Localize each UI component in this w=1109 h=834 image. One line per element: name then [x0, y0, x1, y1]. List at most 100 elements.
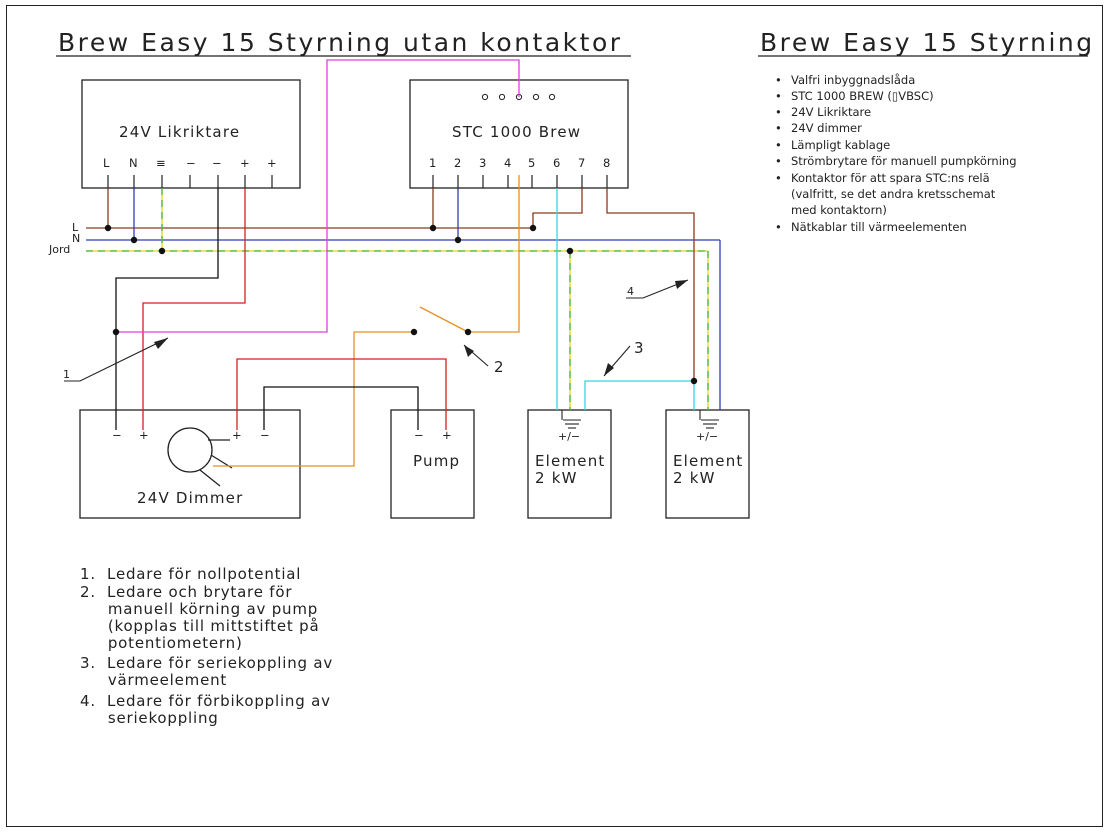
dimmer-box [79, 409, 301, 519]
callout-1-number: 1 [63, 368, 70, 381]
rectifier-terminal-stubs [107, 175, 273, 188]
terminal-label: 3 [479, 156, 486, 170]
neutral-wires [86, 188, 721, 410]
element-1-label: Element [535, 452, 606, 470]
terminal-label: − [212, 156, 222, 170]
bypass-wire [606, 188, 695, 381]
dimmer-terminals: − + + − [112, 428, 270, 442]
note-line: värmeelement [80, 671, 227, 689]
terminal-label: N [129, 156, 138, 170]
terminal-label: + [232, 428, 242, 442]
dimmer-potentiometer-symbol [167, 427, 233, 487]
bus-label-earth: Jord [48, 243, 70, 256]
note-line: 2. Ledare och brytare för [80, 583, 292, 601]
callout-4: 4 [626, 279, 689, 299]
note-line: 4. Ledare för förbikoppling av [80, 692, 331, 710]
terminal-label: 1 [429, 156, 436, 170]
bullet-marker: • [775, 89, 782, 103]
pump-label: Pump [413, 452, 460, 470]
element-1-terminal: +/− [558, 430, 580, 443]
parts-list: • Valfri inbyggnadslåda • STC 1000 BREW … [775, 73, 1017, 234]
callout-1: 1 [63, 337, 169, 382]
terminal-label: ≡ [156, 156, 166, 170]
terminal-label: 8 [603, 156, 610, 170]
rectifier-box [81, 79, 301, 189]
parts-list-item: (valfritt, se det andra kretsschemat [791, 187, 996, 201]
signal-wire [116, 59, 520, 333]
bullet-marker: • [775, 105, 782, 119]
rectifier-label: 24V Likriktare [119, 123, 240, 141]
bullet-marker: • [775, 121, 782, 135]
parts-list-item: 24V Likriktare [791, 105, 871, 119]
note-line: 3. Ledare för seriekoppling av [80, 654, 333, 672]
note-line: (kopplas till mittstiftet på [80, 617, 319, 635]
notes-list: 1. Ledare för nollpotential 2. Ledare oc… [80, 565, 333, 727]
terminal-label: + [442, 428, 452, 442]
pump-negative-wire [263, 386, 419, 430]
terminal-label: L [103, 156, 110, 170]
callout-2-number: 2 [494, 358, 505, 376]
switch-wire-pot [213, 331, 414, 467]
terminal-label: + [139, 428, 149, 442]
bullet-marker: • [775, 73, 782, 87]
pump-positive-wire [236, 358, 447, 430]
parts-list-item: Kontaktor för att spara STC:ns relä [791, 171, 990, 185]
terminal-label: − [260, 428, 270, 442]
parts-list-item: Valfri inbyggnadslåda [791, 73, 915, 87]
terminal-label: + [267, 156, 277, 170]
bus-label-line: L [72, 221, 79, 234]
bullet-marker: • [775, 171, 782, 185]
terminal-label: + [240, 156, 250, 170]
parts-list-item: 24V dimmer [791, 121, 862, 135]
element-2-power: 2 kW [673, 469, 716, 487]
bullet-marker: • [775, 220, 782, 234]
parts-list-title: Brew Easy 15 Styrning [760, 28, 1095, 57]
line-wires [86, 188, 583, 229]
note-line: 1. Ledare för nollpotential [80, 565, 301, 583]
terminal-label: − [414, 428, 424, 442]
terminal-label: − [112, 428, 122, 442]
bus-labels: L N Jord [48, 221, 80, 256]
terminal-label: 5 [528, 156, 535, 170]
note-line: potentiometern) [80, 634, 243, 652]
bullet-marker: • [775, 138, 782, 152]
parts-list-item: Nätkablar till värmeelementen [791, 220, 967, 234]
dimmer-label: 24V Dimmer [137, 489, 243, 507]
element-1-power: 2 kW [535, 469, 578, 487]
earth-wires [86, 188, 709, 410]
bullet-marker: • [775, 154, 782, 168]
element-2-earth-symbol [699, 410, 719, 429]
bus-label-neutral: N [72, 232, 80, 245]
element-1-earth-symbol [561, 410, 581, 429]
drawing-frame [6, 5, 1103, 827]
callout-2: 2 [463, 344, 505, 376]
callout-3-number: 3 [634, 339, 645, 357]
terminal-label: 6 [553, 156, 560, 170]
terminal-label: 4 [504, 156, 511, 170]
callout-3: 3 [603, 339, 645, 377]
controller-terminals: 1 2 3 4 5 6 7 8 [429, 156, 610, 170]
parts-list-item: Strömbrytare för manuell pumpkörning [791, 154, 1017, 168]
parts-list-item: STC 1000 BREW (▯VBSC) [791, 89, 934, 103]
controller-terminal-stubs [432, 175, 608, 188]
element-2-terminal: +/− [696, 430, 718, 443]
diagram-title: Brew Easy 15 Styrning utan kontaktor [58, 28, 623, 57]
parts-list-item: med kontaktorn) [791, 203, 887, 217]
pump-terminals: − + [414, 428, 452, 442]
note-line: seriekoppling [80, 709, 219, 727]
pump-box [390, 409, 475, 519]
supply-wire [142, 188, 246, 430]
controller-label: STC 1000 Brew [452, 123, 581, 141]
junction-dots [104, 224, 698, 385]
terminal-label: 2 [454, 156, 461, 170]
manual-pump-switch [419, 306, 469, 333]
ground-wire [115, 188, 219, 430]
switch-wire-controller [468, 175, 520, 333]
element-2-label: Element [673, 452, 744, 470]
series-wires [556, 188, 695, 410]
terminal-label: − [186, 156, 196, 170]
parts-list-item: Lämpligt kablage [791, 138, 890, 152]
rectifier-terminals: L N ≡ − − + + [103, 156, 277, 170]
note-line: manuell körning av pump [80, 600, 318, 618]
